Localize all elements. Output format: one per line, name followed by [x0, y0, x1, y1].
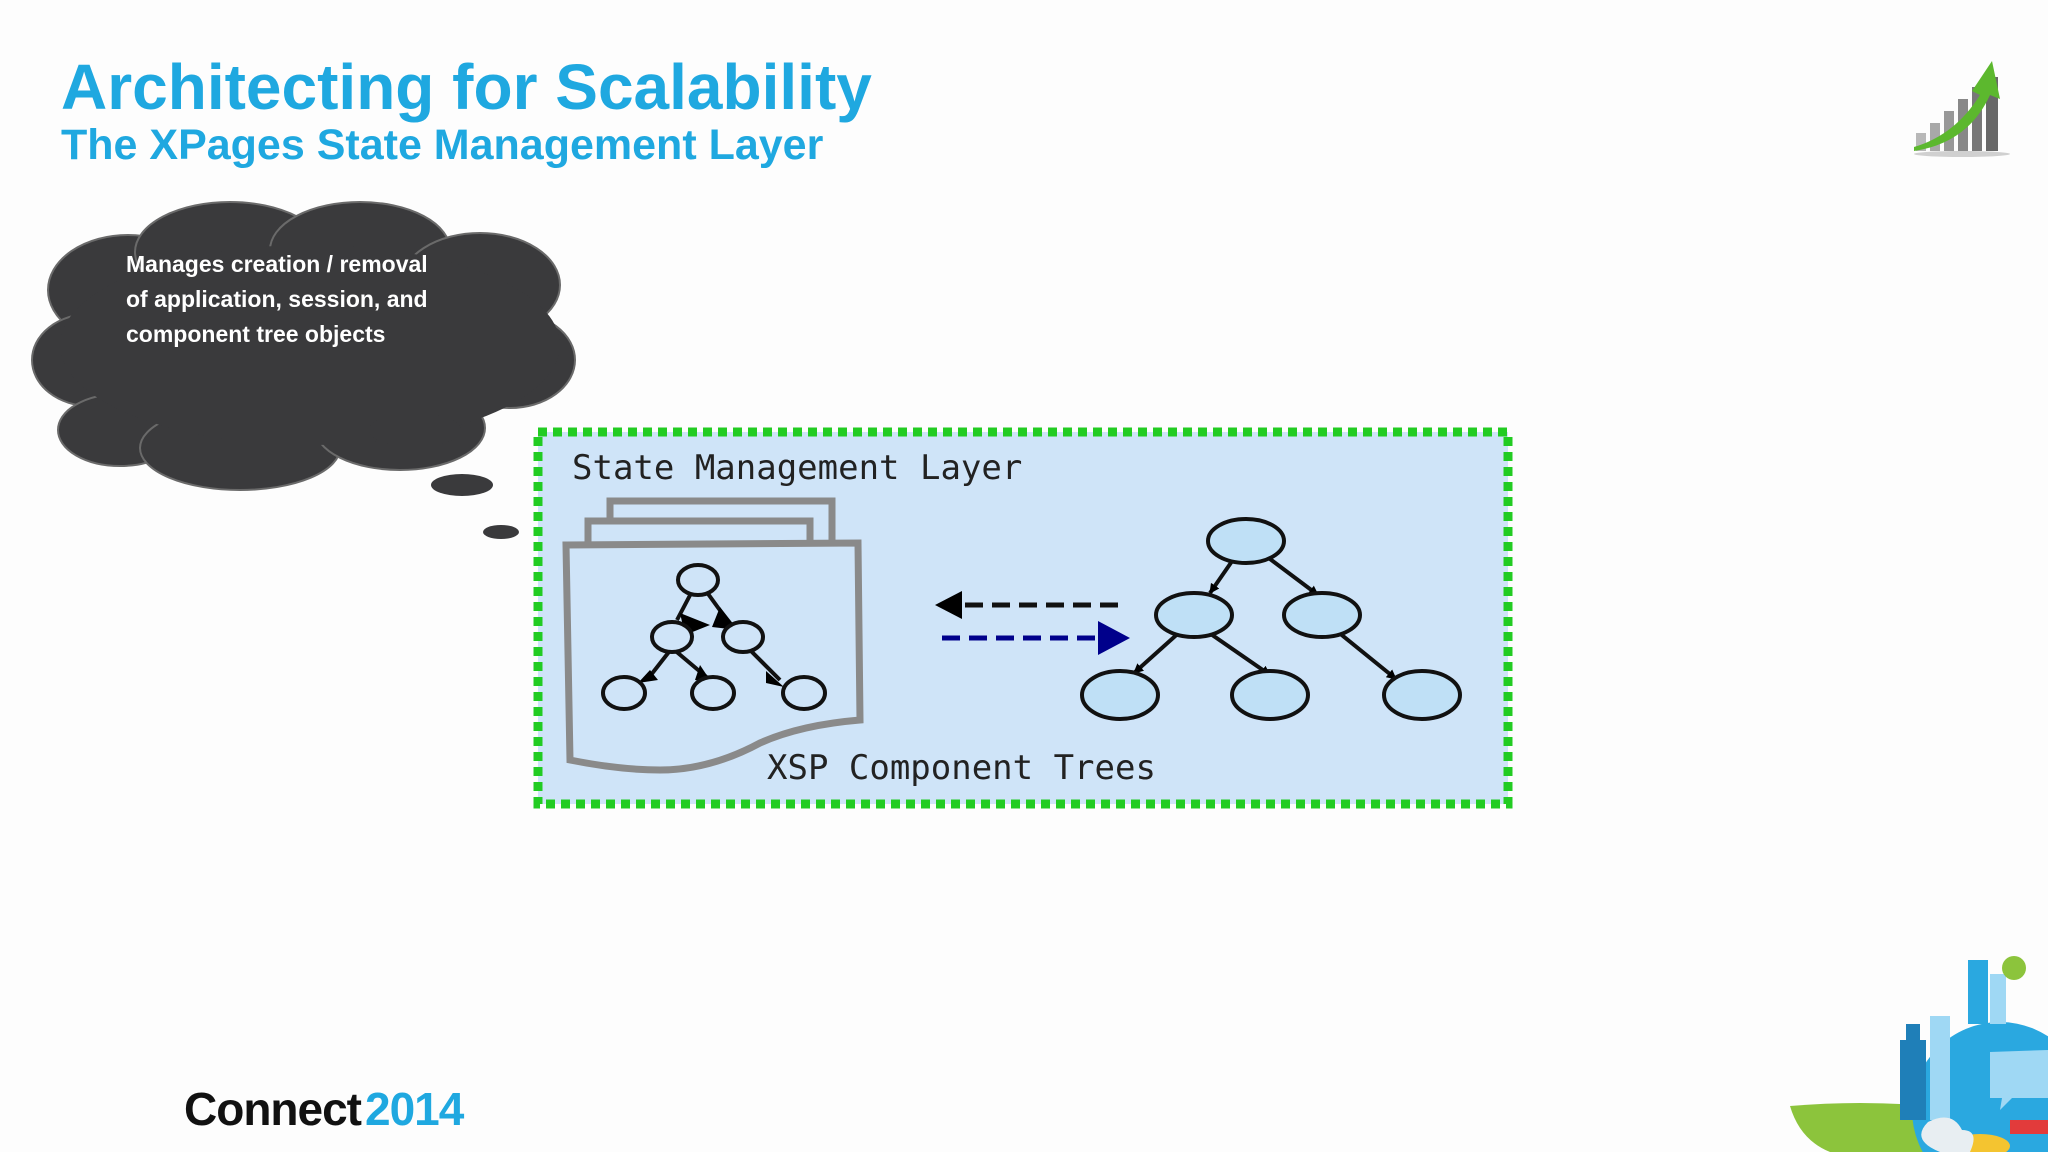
thought-bubble-text: Manages creation / removal of applicatio…: [126, 247, 466, 352]
state-layer-label: State Management Layer: [572, 448, 1023, 488]
component-tree-stack: [562, 497, 864, 774]
brand-year: 2014: [365, 1083, 464, 1135]
large-tree: [1080, 517, 1462, 721]
connect-2014-logo: Connect2014: [184, 1082, 464, 1136]
slide-subtitle: The XPages State Management Layer: [61, 121, 824, 169]
small-tree: [601, 563, 827, 711]
thought-bubble: [31, 201, 576, 539]
city-globe-icon: [1790, 956, 2048, 1152]
sync-arrows: [935, 591, 1130, 655]
growth-chart-icon: [1914, 61, 2010, 157]
slide-title: Architecting for Scalability: [61, 51, 872, 123]
component-trees-label: XSP Component Trees: [767, 748, 1156, 788]
thought-bubble-line: component tree objects: [126, 321, 386, 347]
brand-word: Connect: [184, 1083, 362, 1135]
state-management-diagram: [533, 427, 1513, 809]
thought-bubble-line: Manages creation / removal: [126, 251, 428, 277]
thought-bubble-line: of application, session, and: [126, 286, 428, 312]
